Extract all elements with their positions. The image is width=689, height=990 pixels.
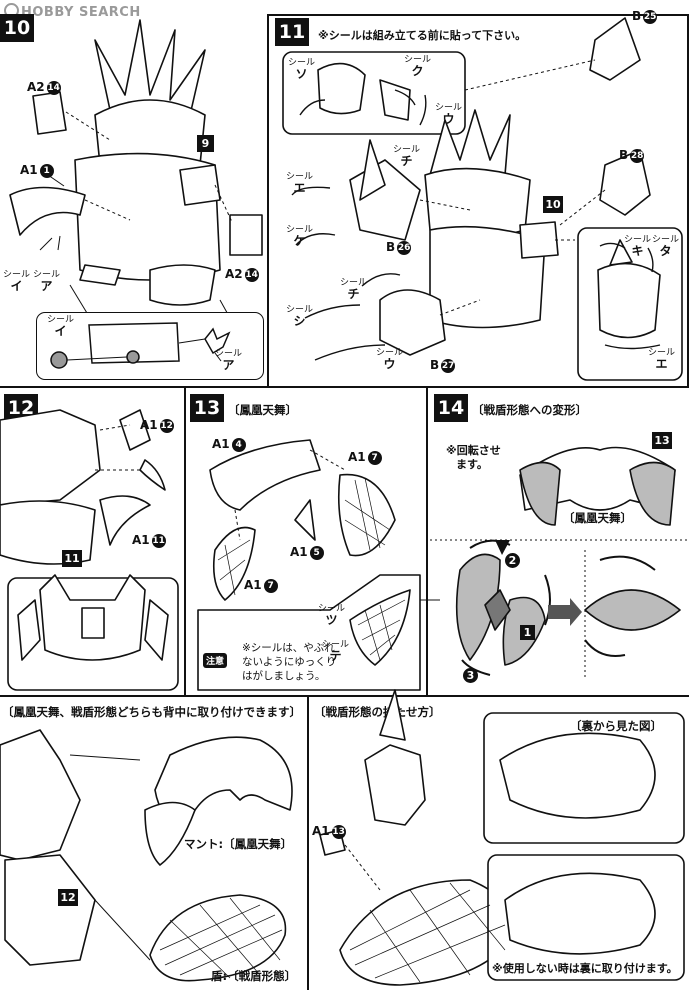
step-11-seal-e-right: シールエ xyxy=(648,348,676,371)
step-11-seal-so: シールソ xyxy=(288,58,316,81)
step-11-seal-chi-low: シールチ xyxy=(340,278,368,301)
step-11-seal-chi-mid: シールチ xyxy=(393,145,421,168)
step-14-illustration xyxy=(420,446,688,680)
panel-11-border-top xyxy=(267,14,689,16)
step-11-note: ※シールは組み立てる前に貼って下さい。 xyxy=(318,29,527,42)
bottom-left-illustration xyxy=(0,729,293,982)
step-14-caption: 〔鳳凰天舞〕 xyxy=(563,511,632,525)
step-14-rotate-note-2: ます。 xyxy=(456,458,488,471)
step-11-illustration xyxy=(282,17,683,381)
step-11-seal-ta: シールタ xyxy=(652,235,680,258)
step-10-detail-illustration xyxy=(50,322,231,369)
bottom-left-mantle-label: マント:〔鳳凰天舞〕 xyxy=(184,837,293,851)
step-12-illustration xyxy=(0,409,179,691)
step-13-seal-tsu: シールツ xyxy=(318,604,346,627)
step-13-caution: 注意 xyxy=(203,653,228,668)
bottom-left-title: 〔鳳凰天舞、戦盾形態どちらも背中に取り付けできます〕 xyxy=(2,705,301,719)
step-11-seal-ke: シールケ xyxy=(286,225,314,248)
bottom-left-shield-label: 盾:〔戦盾形態〕 xyxy=(211,969,297,983)
detail-seal-a: シールア xyxy=(215,349,243,372)
step-13-number: 13 xyxy=(190,394,224,422)
step-11-number: 11 xyxy=(275,18,309,46)
bottom-right-note: ※使用しない時は裏に取り付けます。 xyxy=(492,962,678,975)
step-14-arrow-2: 2 xyxy=(505,553,520,568)
step-11-seal-ku: シールク xyxy=(404,55,432,78)
right-arrow-icon xyxy=(548,598,582,626)
step-13-note-2: ないようにゆっくり xyxy=(242,656,337,668)
step-13-seal-te: シールテ xyxy=(322,640,350,663)
detail-seal-i: シールイ xyxy=(47,315,75,338)
bottom-right-title: 〔戦盾形態の持たせ方〕 xyxy=(314,705,441,719)
step-13-title: 〔鳳凰天舞〕 xyxy=(228,403,297,417)
bottom-left-ref-12: 12 xyxy=(58,889,78,906)
step-10-ref-9: 9 xyxy=(197,135,214,152)
step-14-number: 14 xyxy=(434,394,468,422)
step-10-number: 10 xyxy=(0,14,34,42)
step-11-seal-e-mid: シールエ xyxy=(286,172,314,195)
step-13-note-1: ※シールは、やぶれ xyxy=(242,642,335,654)
step-11-seal-u-low: シールウ xyxy=(376,348,404,371)
divider-v-top xyxy=(267,14,269,388)
divider-h-1 xyxy=(0,386,689,388)
step-13-note-3: はがしましょう。 xyxy=(242,670,326,682)
step-12-ref-11: 11 xyxy=(62,550,82,567)
step-14-ref-13: 13 xyxy=(652,432,672,449)
step-14-arrow-3: 3 xyxy=(463,668,478,683)
step-10-seal-a: シールア xyxy=(33,270,61,293)
step-10-illustration xyxy=(9,19,263,319)
step-14-rotate-note-1: ※回転させ xyxy=(446,444,501,457)
down-arrow-icon xyxy=(495,540,510,555)
step-13-illustration xyxy=(197,439,421,691)
divider-v-bottom xyxy=(307,695,309,990)
step-11-ref-10: 10 xyxy=(543,196,563,213)
divider-v-mid-1 xyxy=(184,386,186,696)
step-14-title: 〔戦盾形態への変形〕 xyxy=(472,403,587,417)
step-11-seal-shi: シールシ xyxy=(286,305,314,328)
step-11-seal-ki: シールキ xyxy=(624,235,652,258)
bottom-right-back-view: 〔裏から見た図〕 xyxy=(570,719,662,733)
divider-h-2 xyxy=(0,695,689,697)
divider-v-mid-2 xyxy=(426,386,428,696)
step-10-seal-i: シールイ xyxy=(3,270,31,293)
step-14-arrow-1: 1 xyxy=(520,625,535,640)
step-10-detail-box: シールイ シールア xyxy=(36,312,264,380)
watermark-text: HOBBY SEARCH xyxy=(21,5,141,20)
panel-11-border-right xyxy=(687,14,689,388)
step-11-seal-u-top: シールウ xyxy=(435,103,463,126)
